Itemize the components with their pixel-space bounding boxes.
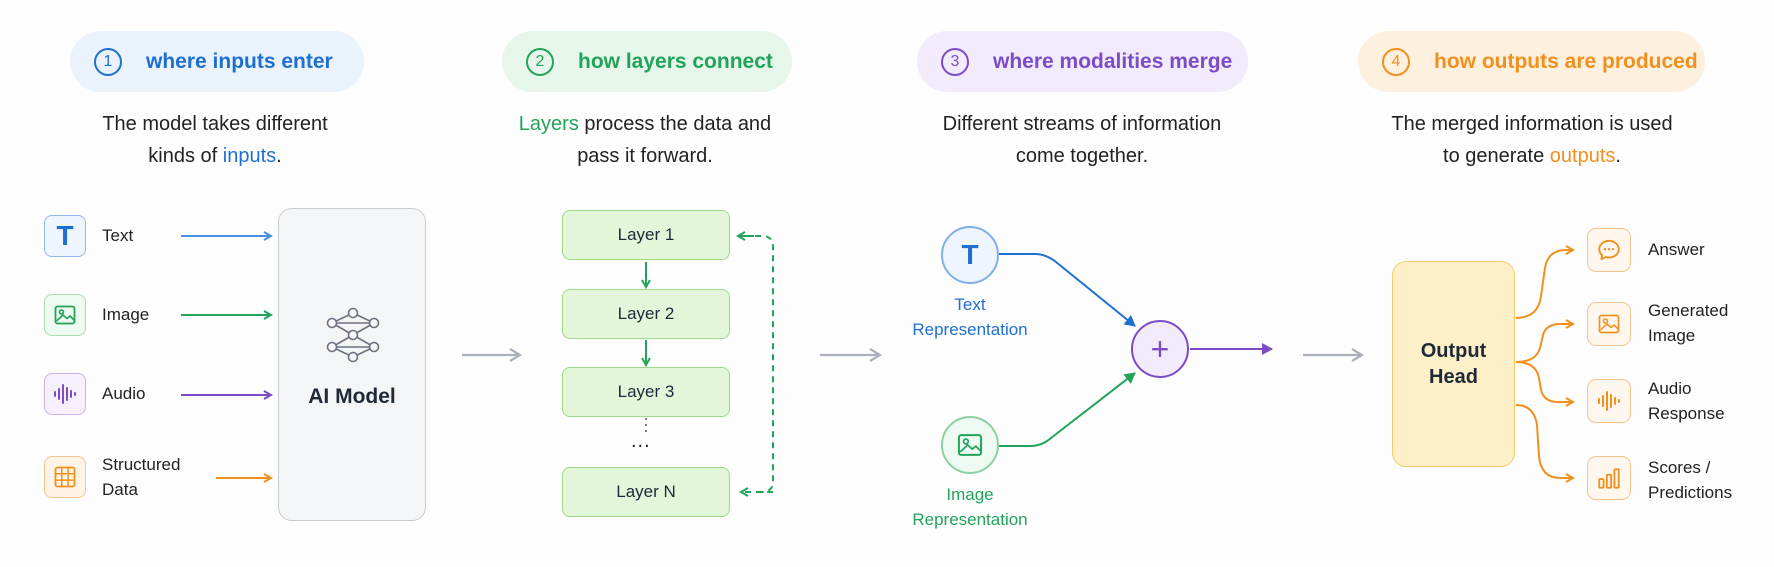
layers-highlight: Layers: [518, 113, 579, 135]
output-label-answer: Answer: [1648, 240, 1705, 259]
step-2-title: how layers connect: [578, 49, 773, 73]
text-representation-label: Text Representation: [912, 295, 1028, 339]
out-branch-1: [1515, 250, 1573, 319]
chat-icon: [1587, 228, 1631, 272]
audio-response-icon: [1587, 379, 1631, 423]
ai-model-box: AI Model: [278, 208, 426, 521]
step-1-title: where inputs enter: [146, 49, 333, 73]
text-representation-icon: T: [941, 226, 999, 284]
ai-model-label: AI Model: [308, 385, 396, 408]
input-label-audio: Audio: [102, 384, 146, 403]
step-2-pill: 2 how layers connect: [502, 31, 792, 92]
step-4-title: how outputs are produced: [1434, 49, 1698, 73]
out-branch-4: [1515, 404, 1573, 478]
step-1-description: The model takes different kinds of input…: [102, 113, 328, 167]
audio-icon: [44, 373, 86, 415]
neural-network-icon: [326, 307, 380, 363]
step-3-title: where modalities merge: [993, 49, 1233, 73]
image-representation-icon: [941, 416, 999, 474]
step-2-description: Layers process the data and pass it forw…: [518, 113, 772, 167]
inputs-highlight: inputs: [222, 145, 277, 167]
layers-ellipsis: ...: [631, 430, 651, 452]
step-1-number: 1: [94, 47, 122, 76]
output-head-box: Output Head: [1392, 261, 1515, 467]
layer-1: Layer 1: [562, 210, 730, 260]
image-icon: [44, 294, 86, 336]
bar-chart-icon: [1587, 456, 1631, 500]
output-label-audio-response: Audio Response: [1648, 379, 1725, 423]
step-3-pill: 3 where modalities merge: [917, 31, 1248, 92]
layer-3: Layer 3: [562, 367, 730, 417]
input-label-image: Image: [102, 305, 150, 324]
layer-n: Layer N: [562, 467, 730, 517]
input-label-structured-data: Structured Data: [102, 455, 181, 499]
table-icon: [44, 456, 86, 498]
step-1-pill: 1 where inputs enter: [70, 31, 364, 92]
merge-plus-icon: +: [1131, 320, 1189, 378]
step-4-number: 4: [1382, 47, 1410, 76]
step-3-description: Different streams of information come to…: [942, 113, 1222, 167]
generated-image-icon: [1587, 302, 1631, 346]
output-label-scores: Scores / Predictions: [1648, 458, 1733, 502]
outputs-highlight: outputs: [1549, 145, 1616, 167]
image-rep-arrow: [999, 372, 1136, 447]
input-label-text: Text: [102, 226, 134, 245]
out-branch-2: [1515, 324, 1573, 363]
step-4-pill: 4 how outputs are produced: [1358, 31, 1705, 92]
step-2-number: 2: [526, 47, 554, 76]
layer-2: Layer 2: [562, 289, 730, 339]
output-label-generated-image: Generated Image: [1648, 301, 1729, 345]
step-3-number: 3: [941, 47, 969, 76]
step-4-description: The merged information is used to genera…: [1391, 113, 1673, 167]
image-representation-label: Image Representation: [912, 485, 1028, 529]
out-branch-3: [1515, 361, 1573, 402]
text-icon: T: [44, 215, 86, 257]
